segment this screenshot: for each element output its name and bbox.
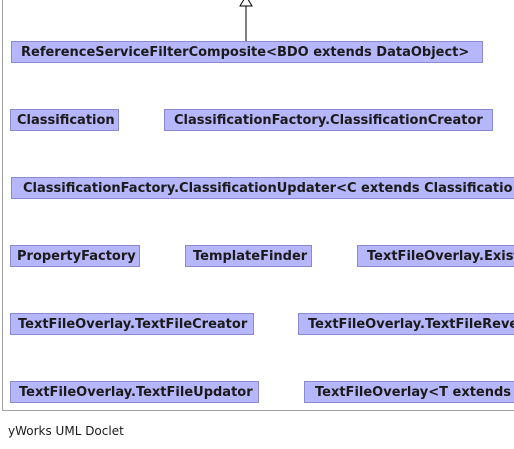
inheritance-arrowhead-icon <box>239 0 253 7</box>
node-reference-service-filter-composite[interactable]: ReferenceServiceFilterComposite<BDO exte… <box>11 41 483 63</box>
node-text-file-overlay-exist[interactable]: TextFileOverlay.Exist <box>357 245 514 267</box>
node-text-file-updator[interactable]: TextFileOverlay.TextFileUpdator <box>10 381 259 403</box>
diagram-frame <box>2 0 514 411</box>
node-classification-creator[interactable]: ClassificationFactory.ClassificationCrea… <box>164 109 493 131</box>
node-text-file-creator[interactable]: TextFileOverlay.TextFileCreator <box>10 313 254 335</box>
node-classification[interactable]: Classification <box>10 109 119 131</box>
node-property-factory[interactable]: PropertyFactory <box>10 245 140 267</box>
node-text-file-reve[interactable]: TextFileOverlay.TextFileReve <box>298 313 514 335</box>
node-classification-updater[interactable]: ClassificationFactory.ClassificationUpda… <box>11 177 514 199</box>
node-text-file-overlay-generic[interactable]: TextFileOverlay<T extends <box>304 381 514 403</box>
footer-credit: yWorks UML Doclet <box>8 424 124 438</box>
node-template-finder[interactable]: TemplateFinder <box>185 245 312 267</box>
